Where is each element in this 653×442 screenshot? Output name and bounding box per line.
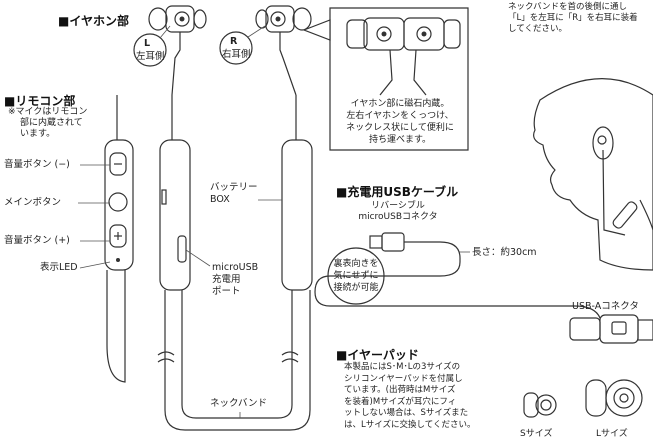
earphone-section-title: ■イヤホン部 — [58, 14, 129, 28]
earpad-text-line: 本製品にはS･M･Lの3サイズの — [344, 362, 461, 372]
magnet-note-line: 左右イヤホンをくっつけ、 — [346, 111, 454, 121]
connector-label: リバーシブル microUSBコネクタ — [348, 201, 448, 223]
earpad-description: 本製品にはS･M･Lの3サイズの シリコンイヤーパッドを付属し ています。(出荷… — [344, 362, 475, 431]
usb-a-label: USB-Aコネクタ — [572, 301, 639, 312]
battery-label-line: バッテリー — [210, 182, 258, 193]
battery-label-line: BOX — [210, 194, 230, 205]
mic-note-line: 部に内蔵されて — [20, 118, 83, 128]
volume-minus-label: 音量ボタン (−) — [4, 159, 70, 170]
left-earbud-icon — [148, 5, 207, 96]
magnet-note-line: 持ち運べます。 — [368, 135, 432, 145]
magnet-note-line: ネックレス状にして便利に — [346, 123, 454, 133]
main-button-label: メインボタン — [4, 197, 62, 208]
earpad-text-line: ットしない場合は、Sサイズまた — [344, 408, 469, 418]
l-size-label: Lサイズ — [596, 429, 628, 439]
s-size-label: Sサイズ — [520, 429, 553, 439]
earpad-text-line: シリコンイヤーパッドを付属し — [344, 373, 463, 384]
reversible-note-line: 裏表向きを — [333, 259, 379, 269]
wearing-note: ネックバンドを首の後側に通し 「L」を左耳に「R」を右耳に装着 してください。 — [508, 2, 638, 35]
battery-label: バッテリー BOX — [210, 182, 258, 206]
right-letter: R — [230, 36, 238, 47]
remote-section-title: ■リモコン部 — [4, 94, 76, 108]
earpad-section-title: ■イヤーパッド — [336, 348, 419, 362]
left-ear-label: 左耳側 — [136, 51, 165, 62]
right-earbud-icon — [255, 5, 312, 96]
earpad-text-line: を装着)Mサイズが耳穴にフィ — [344, 396, 457, 407]
port-label-line: ポート — [212, 286, 241, 297]
wearing-note-line: してください。 — [508, 24, 567, 34]
port-label: microUSB 充電用 ポート — [212, 262, 258, 298]
cable-length-label: 長さ：約30cm — [472, 247, 537, 258]
volume-plus-label: 音量ボタン (+) — [4, 235, 70, 246]
port-label-line: microUSB — [212, 262, 259, 273]
right-ear-label: 右耳側 — [222, 49, 251, 60]
neckband-label: ネックバンド — [210, 398, 268, 409]
left-letter: L — [144, 38, 151, 49]
connector-label-line: microUSBコネクタ — [358, 212, 438, 222]
magnet-note-line: イヤホン部に磁石内蔵。 — [350, 99, 450, 109]
head-illustration — [533, 78, 653, 271]
earpad-illustrations — [523, 379, 643, 418]
mic-note-line: ※マイクはリモコン — [8, 107, 88, 117]
usb-section-title: ■充電用USBケーブル — [336, 185, 459, 199]
reversible-note: 裏表向きを 気にせずに 接続が可能 — [330, 258, 382, 294]
mic-note-line: います。 — [20, 129, 56, 139]
port-label-line: 充電用 — [212, 274, 241, 285]
wearing-note-line: ネックバンドを首の後側に通し — [508, 2, 628, 12]
magnet-note: イヤホン部に磁石内蔵。 左右イヤホンをくっつけ、 ネックレス状にして便利に 持ち… — [336, 98, 464, 146]
wearing-note-line: 「L」を左耳に「R」を右耳に装着 — [508, 13, 638, 23]
reversible-note-line: 接続が可能 — [333, 283, 379, 293]
earpad-text-line: ています。(出荷時はMサイズ — [344, 385, 456, 395]
usb-cable-illustration — [314, 232, 653, 344]
earpad-text-line: は、Lサイズに交換してください。 — [344, 419, 476, 430]
connector-label-line: リバーシブル — [371, 201, 425, 211]
reversible-note-line: 気にせずに — [333, 271, 379, 281]
led-label: 表示LED — [40, 262, 78, 273]
mic-note: ※マイクはリモコン 部に内蔵されて います。 — [8, 107, 87, 140]
